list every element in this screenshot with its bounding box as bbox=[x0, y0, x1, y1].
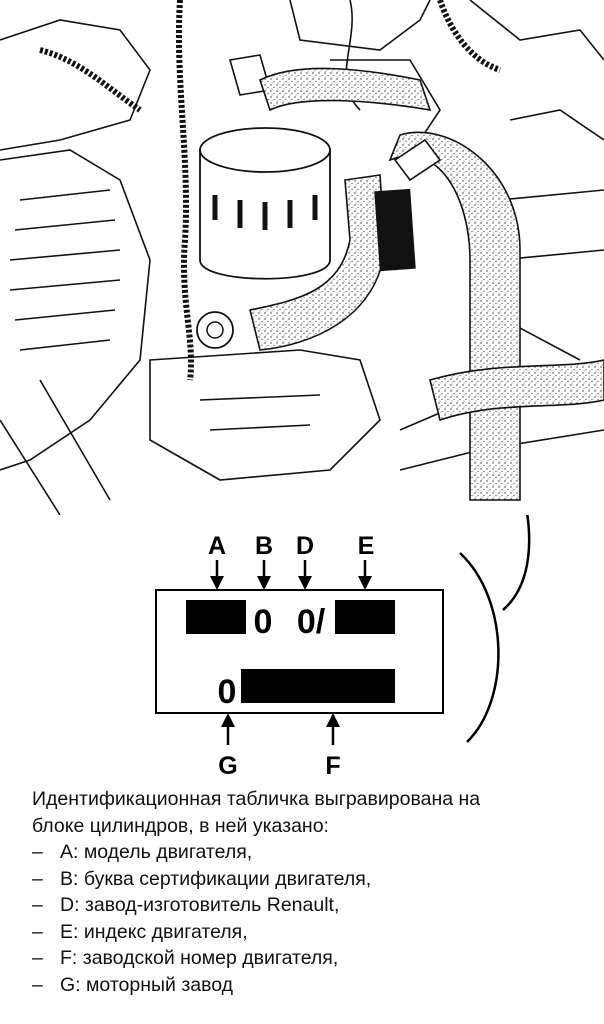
field-e-engine-index bbox=[335, 600, 395, 634]
label-d: D bbox=[296, 532, 314, 560]
engine-plate-location bbox=[374, 188, 416, 272]
list-item: –D: завод-изготовитель Renault, bbox=[32, 894, 340, 916]
label-f: F bbox=[325, 752, 340, 780]
label-e: E bbox=[358, 532, 375, 560]
list-item: –G: моторный завод bbox=[32, 973, 234, 996]
engine-illustration bbox=[0, 0, 604, 515]
field-a-engine-model bbox=[186, 600, 246, 634]
field-b-char: 0 bbox=[254, 603, 273, 641]
list-item: –E: индекс двигателя, bbox=[32, 920, 248, 943]
arrows-down bbox=[210, 560, 372, 590]
list-item: –B: буква сертификации двигателя, bbox=[32, 867, 372, 890]
caption-intro-line2: блоке цилиндров, в ней указано: bbox=[32, 814, 329, 837]
caption: Идентификационная табличка выгравирована… bbox=[32, 786, 480, 998]
caption-intro-line1: Идентификационная табличка выгравирована… bbox=[32, 788, 481, 810]
list-item: –F: заводской номер двигателя, bbox=[32, 947, 339, 969]
field-f-serial-number bbox=[241, 669, 395, 703]
label-g: G bbox=[218, 752, 237, 780]
label-b: B bbox=[255, 532, 273, 560]
label-a: A bbox=[208, 532, 226, 560]
field-g-char: 0 bbox=[218, 673, 237, 711]
bracket-curve bbox=[459, 552, 500, 743]
list-item: –A: модель двигателя, bbox=[32, 841, 253, 863]
field-d-char: 0/ bbox=[297, 603, 326, 641]
oil-filter bbox=[199, 127, 331, 280]
identification-plate-diagram: A B D E 0 0/ 0 G F bbox=[155, 515, 531, 780]
pointer-arrow-line bbox=[502, 515, 531, 611]
arrows-up bbox=[221, 713, 340, 745]
